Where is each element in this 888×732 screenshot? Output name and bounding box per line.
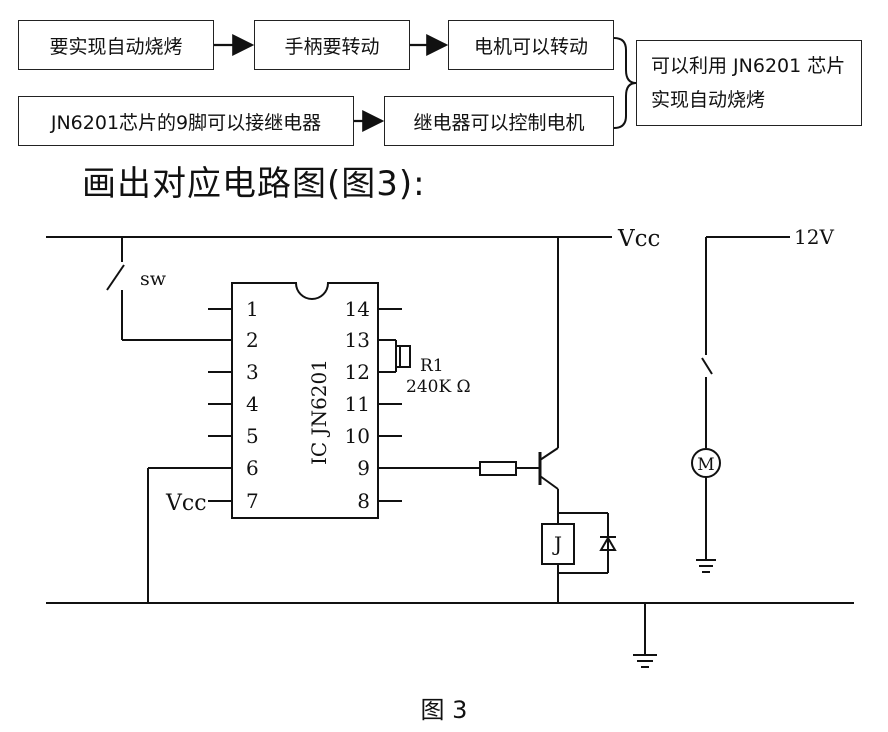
pin-number: 14 [345,297,370,321]
r1-name: R1 [420,356,444,376]
pin-number: 8 [357,489,370,513]
flow-arrows [214,34,449,132]
figure-caption: 图 3 [420,696,468,724]
right-pin-numbers: 14 13 12 11 10 9 8 [345,297,370,513]
pin-number: 5 [246,424,259,448]
relay-label: J [552,532,562,556]
switch-label: sw [140,268,167,290]
pin-number: 6 [246,456,259,480]
flow-box-relay: 继电器可以控制电机 [384,96,614,146]
pin-number: 1 [246,297,259,321]
pin-number: 11 [345,392,370,416]
pin-number: 7 [246,489,259,513]
pin-number: 10 [345,424,370,448]
r1-value: 240K Ω [406,377,471,397]
base-resistor [479,461,517,476]
flow-box-goal: 要实现自动烧烤 [18,20,214,70]
flow-box-pin9: JN6201芯片的9脚可以接继电器 [18,96,354,146]
diagram-heading: 画出对应电路图(图3): [82,164,426,204]
flow-box-conclusion: 可以利用 JN6201 芯片实现自动烧烤 [636,40,862,126]
flow-box-handle: 手柄要转动 [254,20,410,70]
pin-number: 2 [246,328,259,352]
ic-body [231,282,379,519]
flow-bracket [613,37,637,129]
pin-number: 4 [246,392,259,416]
pin-number: 12 [345,360,370,384]
ic-label: IC JN6201 [307,359,331,465]
supply-12v-label: 12V [794,225,834,249]
pin-number: 3 [246,360,259,384]
switch-sw [106,264,125,291]
transistor-collector [539,447,559,461]
transistor-emitter [539,475,559,490]
motor-label: M [697,455,714,475]
flow-box-motor: 电机可以转动 [448,20,614,70]
pin-number: 13 [345,328,370,352]
motor-switch [701,357,713,375]
pin7-vcc-label: Vcc [165,491,207,516]
left-pin-numbers: 1 2 3 4 5 6 7 [246,297,259,513]
r1-resistor [399,345,411,368]
vcc-top-label: Vcc [617,226,660,252]
pin-number: 9 [357,456,370,480]
diode-triangle [599,536,617,551]
